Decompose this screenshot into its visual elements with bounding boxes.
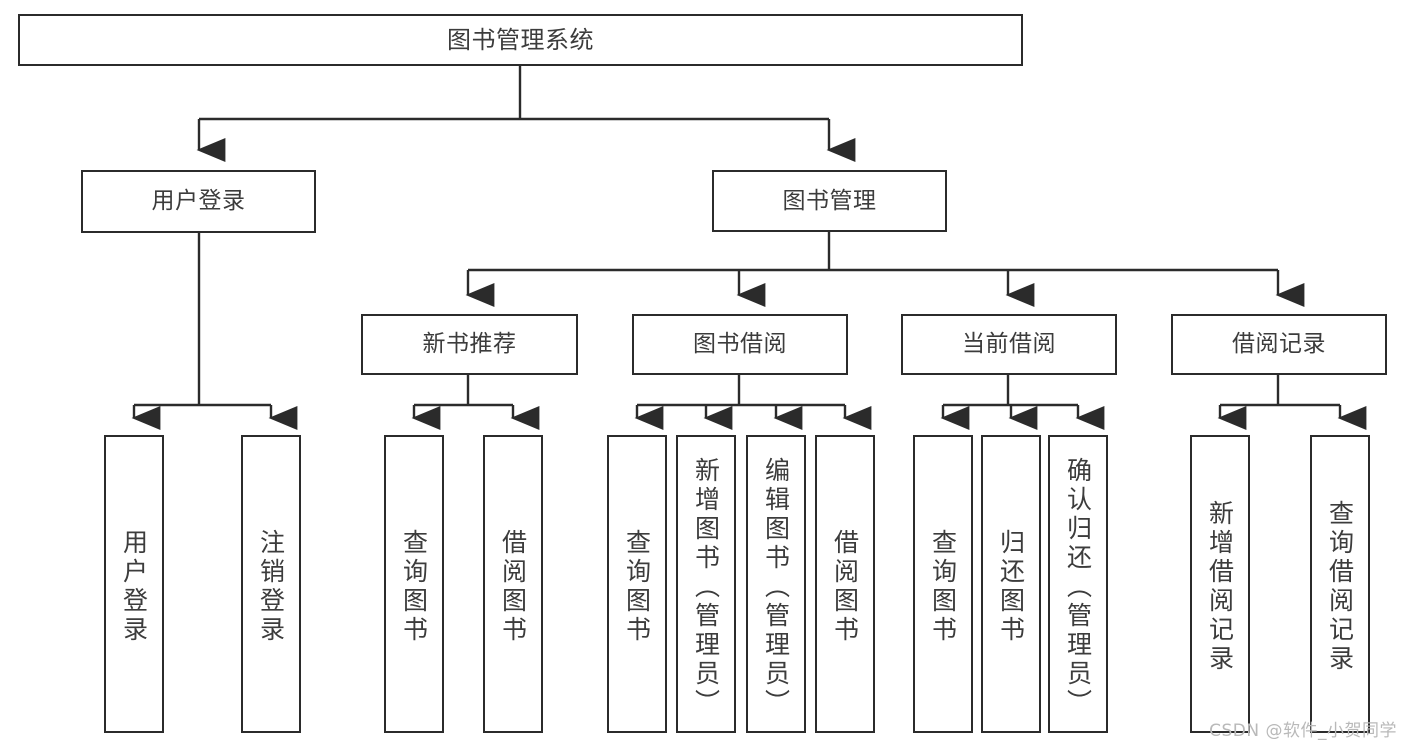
leaf-query-record[interactable]: 查询借阅记录 (1310, 435, 1370, 733)
node-label: 图书管理 (782, 187, 877, 214)
node-user-login[interactable]: 用户登录 (81, 170, 316, 233)
node-book-manage[interactable]: 图书管理 (712, 170, 947, 232)
leaf-query-book-1[interactable]: 查询图书 (384, 435, 444, 733)
node-current-borrow[interactable]: 当前借阅 (901, 314, 1117, 375)
leaf-add-record[interactable]: 新增借阅记录 (1190, 435, 1250, 733)
node-label: 图书借阅 (693, 331, 787, 358)
node-label: 新增借阅记录 (1205, 500, 1235, 674)
leaf-borrow-book-2[interactable]: 借阅图书 (815, 435, 875, 733)
leaf-borrow-book-1[interactable]: 借阅图书 (483, 435, 543, 733)
leaf-return-book[interactable]: 归还图书 (981, 435, 1041, 733)
node-label: 注销登录 (256, 529, 286, 645)
leaf-edit-book[interactable]: 编辑图书（管理员） (746, 435, 806, 733)
node-label: 编辑图书（管理员） (761, 456, 791, 718)
node-label: 查询图书 (622, 529, 652, 645)
node-label: 查询借阅记录 (1325, 500, 1355, 674)
node-label: 用户登录 (151, 188, 246, 215)
node-label: 借阅图书 (498, 529, 528, 645)
watermark-text: CSDN @软件_小贺同学 (1209, 721, 1397, 741)
node-label: 借阅记录 (1232, 331, 1326, 358)
node-borrow-record[interactable]: 借阅记录 (1171, 314, 1387, 375)
node-book-borrow[interactable]: 图书借阅 (632, 314, 848, 375)
leaf-logout-login[interactable]: 注销登录 (241, 435, 301, 733)
node-new-book-recommend[interactable]: 新书推荐 (361, 314, 578, 375)
leaf-confirm-return[interactable]: 确认归还（管理员） (1048, 435, 1108, 733)
leaf-query-book-2[interactable]: 查询图书 (607, 435, 667, 733)
node-label: 用户登录 (119, 529, 149, 645)
node-label: 归还图书 (996, 529, 1026, 645)
node-label: 借阅图书 (830, 529, 860, 645)
node-label: 查询图书 (928, 529, 958, 645)
node-label: 新书推荐 (422, 331, 517, 358)
node-label: 确认归还（管理员） (1063, 456, 1093, 718)
leaf-add-book[interactable]: 新增图书（管理员） (676, 435, 736, 733)
node-label: 查询图书 (399, 529, 429, 645)
node-label: 图书管理系统 (447, 26, 594, 54)
leaf-user-login[interactable]: 用户登录 (104, 435, 164, 733)
leaf-query-book-3[interactable]: 查询图书 (913, 435, 973, 733)
node-label: 当前借阅 (962, 331, 1056, 358)
node-label: 新增图书（管理员） (691, 456, 721, 718)
node-book-management-system[interactable]: 图书管理系统 (18, 14, 1023, 66)
